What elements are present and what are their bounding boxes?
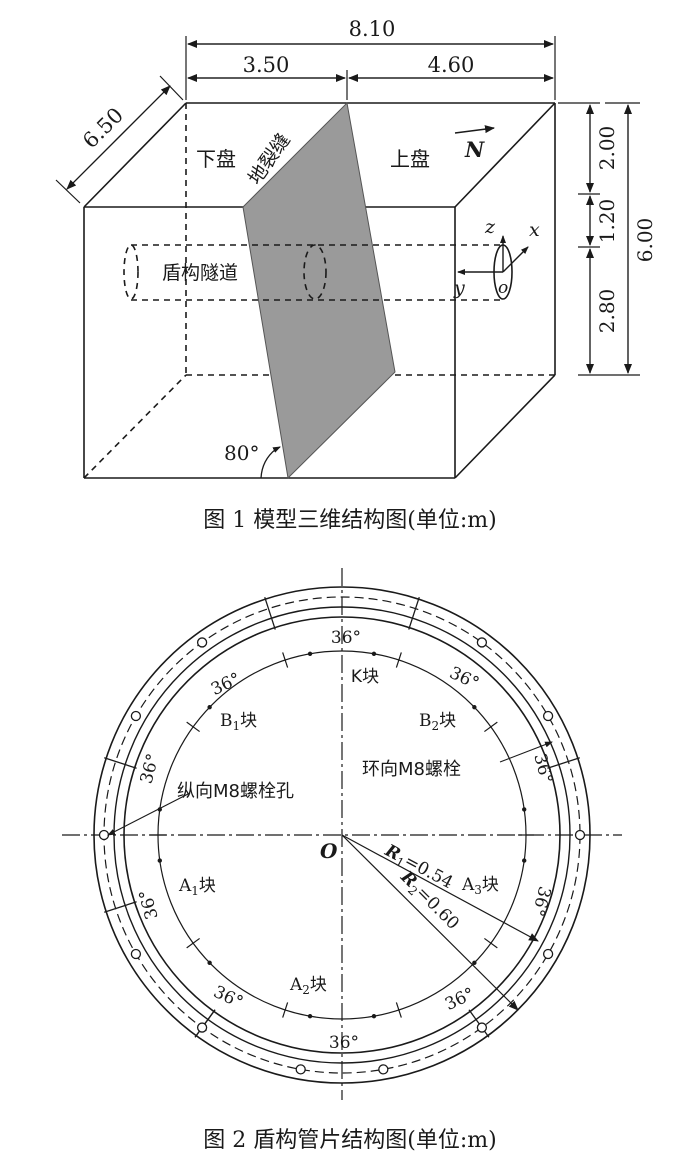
bolt-hole-6 — [196, 1022, 208, 1033]
label-tunnel: 盾构隧道 — [162, 262, 238, 284]
north-arrow — [454, 125, 495, 134]
figure-1-caption: 图 1 模型三维结构图(单位:m) — [203, 508, 496, 533]
dim-mid-seg: 1.20 — [595, 199, 619, 244]
bolt-hole-11 — [378, 1064, 389, 1075]
bolt-hole-0 — [98, 829, 110, 841]
segment-joint-0 — [264, 597, 276, 630]
label-footwall: 下盘 — [196, 147, 236, 171]
bolt-hole-9 — [542, 948, 554, 960]
angle-a3: 36° — [527, 884, 554, 918]
arc-arrow-6 — [157, 858, 162, 863]
bolt-hole-7 — [476, 1022, 488, 1033]
radius-r1 — [341, 834, 539, 942]
segment-joint-2 — [547, 757, 580, 769]
arc-arrow-9 — [472, 960, 477, 966]
dim-total-height: 6.00 — [633, 218, 657, 263]
bolt-hole-1 — [574, 829, 586, 841]
arc-arrow-3 — [472, 704, 477, 710]
box-solid-edges — [83, 102, 556, 479]
arc-arrow-10 — [307, 1014, 313, 1019]
arc-arrow-1 — [371, 651, 377, 656]
dim-depth — [55, 75, 184, 204]
arc-arrow-2 — [207, 704, 212, 710]
figure-2-caption: 图 2 盾构管片结构图(单位:m) — [203, 1128, 496, 1153]
arc-arrow-5 — [522, 807, 527, 812]
label-center-o: O — [320, 839, 338, 863]
axis-z-label: z — [484, 216, 496, 238]
figure-2-texts: 36° K块 36° 36° B1块 B2块 36° 36° 纵向M8螺栓孔 环… — [136, 628, 557, 1153]
dim-right — [558, 102, 640, 376]
segment-joint-1 — [408, 597, 420, 630]
bolt-hole-2 — [196, 637, 208, 648]
bolt-hole-3 — [476, 637, 488, 648]
coordinate-axes — [457, 235, 529, 275]
dim-total-width: 8.10 — [349, 17, 396, 41]
fissure-plane — [242, 101, 396, 480]
angle-bottom: 36° — [329, 1033, 359, 1053]
angle-right: 36° — [529, 752, 556, 786]
label-block-b1: B1块 — [220, 711, 257, 733]
angle-k-left: 36° — [208, 669, 244, 700]
box-hidden-edges — [83, 103, 555, 479]
arc-arrow-8 — [207, 960, 212, 966]
angle-top: 36° — [331, 628, 361, 648]
dim-right-width: 4.60 — [428, 53, 475, 77]
leader-circumferential-bolt — [499, 741, 553, 763]
label-block-a1: A1块 — [178, 876, 216, 898]
arc-arrow-7 — [522, 858, 527, 863]
bolt-hole-4 — [130, 710, 142, 722]
leader-longitudinal-bolt — [107, 792, 191, 836]
angle-arc — [260, 448, 277, 479]
label-block-k: K块 — [351, 667, 379, 687]
arc-arrow-0 — [307, 651, 313, 656]
tunnel — [123, 244, 500, 301]
figure-2-segment-ring — [62, 568, 622, 1100]
segment-joint-6 — [104, 757, 137, 769]
arc-arrow-11 — [371, 1014, 377, 1019]
angle-bottom-left: 36° — [210, 982, 246, 1013]
bolt-holes — [98, 637, 586, 1075]
axis-origin-label: o — [498, 278, 508, 298]
radius-r2 — [341, 834, 519, 1011]
label-block-a2: A2块 — [289, 975, 327, 997]
angle-arc-circle — [157, 650, 527, 1020]
angle-arcs — [150, 650, 534, 1020]
axis-y-label: y — [453, 277, 465, 299]
dim-depth-label: 6.50 — [78, 103, 128, 153]
label-block-a3: A3块 — [461, 875, 499, 897]
angle-k-right: 36° — [446, 663, 482, 694]
label-longitudinal-bolt-hole: 纵向M8螺栓孔 — [177, 781, 294, 802]
dim-bottom-seg: 2.80 — [595, 289, 619, 334]
label-block-b2: B2块 — [419, 711, 456, 733]
inner-ring — [123, 616, 561, 1054]
bolt-hole-10 — [295, 1064, 306, 1075]
label-angle: 80° — [224, 441, 259, 465]
axis-x-label: x — [529, 219, 540, 241]
figure-1-model-3d — [55, 36, 640, 480]
angle-left: 36° — [137, 752, 164, 786]
dim-left-width: 3.50 — [243, 53, 290, 77]
bolt-hole-8 — [130, 948, 142, 960]
outer-ring — [93, 586, 591, 1084]
segment-joint-5 — [104, 901, 137, 913]
label-north: N — [464, 137, 485, 162]
bolt-hole-5 — [542, 710, 554, 722]
label-hangingwall: 上盘 — [390, 147, 430, 171]
dim-top — [185, 36, 556, 100]
dim-top-seg: 2.00 — [595, 126, 619, 171]
label-circumferential-bolt: 环向M8螺栓 — [362, 759, 461, 780]
